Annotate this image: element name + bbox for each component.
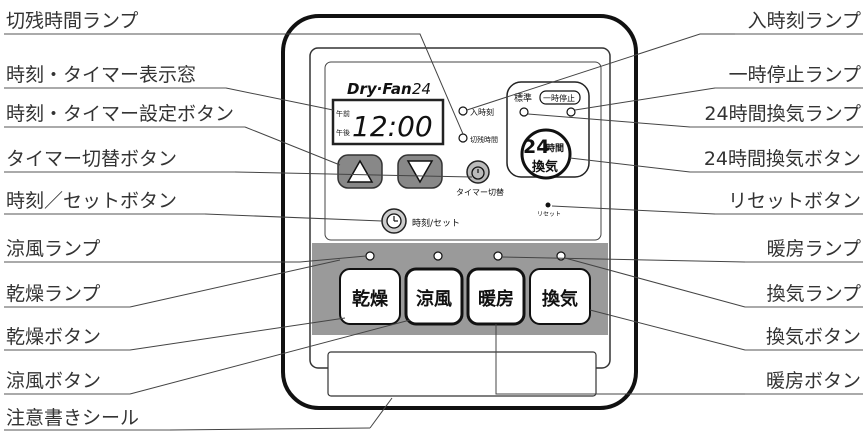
label-timer-switch-button: タイマー切替ボタン [6, 148, 178, 170]
clock-set-label: 時刻/セット [412, 217, 460, 229]
label-reset-button: リセットボタン [727, 190, 861, 212]
vent24-vent: 換気 [532, 159, 558, 175]
label-vent-lamp: 換気ランプ [766, 283, 861, 305]
label-cool-button: 涼風ボタン [6, 370, 102, 392]
vent24-number: 24 [523, 136, 549, 158]
pause-label: 一時停止 [543, 93, 575, 103]
label-pause-lamp: 一時停止ランプ [728, 64, 861, 86]
pause-label-box [539, 90, 581, 105]
cool-lamp [433, 251, 443, 261]
label-clock-set-button: 時刻／セットボタン [6, 190, 178, 212]
vent24-button[interactable] [520, 128, 572, 180]
reset-label: リセット [537, 211, 561, 218]
standard-label: 標準 [514, 92, 532, 104]
vent24-hours: 時間 [546, 142, 564, 154]
label-underlines [4, 33, 863, 431]
label-24h-vent-lamp: 24時間換気ランプ [704, 103, 861, 125]
display-window [331, 98, 445, 146]
vent-button[interactable] [529, 268, 591, 325]
on-time-lamp-label: 入時刻 [470, 107, 494, 117]
dry-lamp [365, 251, 375, 261]
label-display-window: 時刻・タイマー表示窓 [6, 64, 197, 86]
label-caution-sticker: 注意書きシール [6, 407, 140, 429]
cool-button-label: 涼風 [416, 288, 452, 310]
caution-sticker [327, 351, 597, 397]
label-remaining-time-lamp: 切残時間ランプ [6, 10, 139, 32]
label-heat-lamp: 暖房ランプ [766, 238, 861, 260]
label-vent-button: 換気ボタン [765, 326, 861, 348]
vent-button-label: 換気 [542, 288, 578, 310]
up-arrow-icon [346, 159, 374, 183]
reset-button[interactable] [545, 202, 551, 208]
vent24-lamp [519, 107, 529, 117]
pause-lamp [566, 107, 576, 117]
label-cool-lamp: 涼風ランプ [6, 238, 101, 260]
heat-button-label: 暖房 [478, 288, 514, 310]
label-24h-vent-button: 24時間換気ボタン [703, 148, 861, 170]
display-pm: 午後 [336, 128, 350, 137]
cool-button[interactable] [404, 267, 464, 326]
dry-button[interactable] [339, 268, 401, 325]
remaining-time-lamp [458, 133, 468, 143]
heat-lamp [493, 251, 503, 261]
label-dry-button: 乾燥ボタン [6, 326, 102, 348]
label-on-time-lamp: 入時刻ランプ [747, 10, 861, 32]
leader-lines [129, 33, 746, 431]
display-time: 12:00 [352, 110, 433, 143]
label-dry-lamp: 乾燥ランプ [6, 283, 101, 305]
remaining-time-lamp-label: 切残時間 [470, 135, 498, 144]
vent-lamp [556, 251, 566, 261]
display-am: 午前 [336, 109, 350, 118]
model-text: 24 [412, 80, 431, 98]
down-arrow-icon [406, 160, 434, 184]
timer-switch-label: タイマー切替 [456, 187, 504, 197]
label-heat-button: 暖房ボタン [765, 370, 861, 392]
dry-button-label: 乾燥 [352, 288, 389, 310]
label-time-set-buttons: 時刻・タイマー設定ボタン [6, 103, 235, 125]
on-time-lamp [458, 106, 468, 116]
clock-icon [471, 166, 485, 180]
brand-text: Dry·Fan [347, 80, 412, 98]
